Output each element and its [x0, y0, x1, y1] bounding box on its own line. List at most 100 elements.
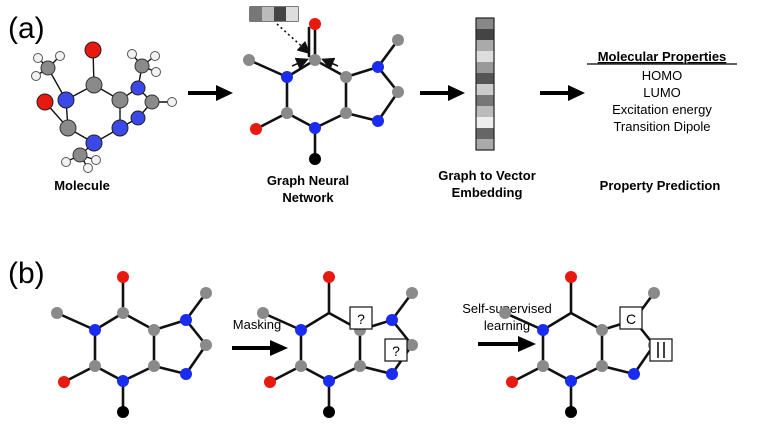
ball-and-stick-molecule: [31, 41, 177, 173]
masking-arrow: [232, 340, 288, 356]
carbon-node: [200, 339, 212, 351]
terminal-node: [117, 406, 129, 418]
gnn-label-line1: Graph Neural: [267, 173, 349, 188]
nitrogen-node: [180, 368, 192, 380]
mask-token-atom: ?: [357, 311, 365, 327]
embedding-cell: [476, 106, 494, 117]
message-arrow: [291, 57, 309, 70]
nitrogen-node: [323, 375, 335, 387]
carbon-node: [406, 287, 418, 299]
carbon-atom: [134, 58, 150, 74]
carbon-atom: [72, 147, 88, 163]
flow-arrow: [188, 85, 233, 101]
panel-a-label: (a): [8, 12, 45, 45]
hydrogen-atom: [31, 71, 41, 81]
nitrogen-node: [89, 324, 101, 336]
oxygen-atom: [84, 41, 102, 59]
nitrogen-node: [180, 314, 192, 326]
mask-token-bond: ?: [392, 343, 400, 359]
properties-heading: Molecular Properties: [598, 49, 727, 64]
hydrogen-atom: [91, 155, 101, 165]
nitrogen-node: [295, 324, 307, 336]
message-vector: [249, 6, 311, 55]
masked-atom: ?: [349, 306, 373, 330]
carbon-atom: [111, 91, 129, 109]
carbon-node: [148, 360, 160, 372]
nitrogen-node: [372, 115, 384, 127]
hydrogen-atom: [61, 157, 71, 167]
bond: [247, 58, 289, 79]
nitrogen-node: [628, 368, 640, 380]
embedding-vector: [475, 17, 495, 151]
embedding-cell: [476, 117, 494, 128]
nitrogen-atom: [57, 91, 75, 109]
bond: [261, 311, 303, 332]
carbon-node: [392, 86, 404, 98]
original-graph: [51, 271, 212, 418]
oxygen-node: [264, 376, 276, 388]
embedding-cell: [476, 128, 494, 139]
embedding-cell: [476, 18, 494, 29]
carbon-node: [392, 34, 404, 46]
hydrogen-atom: [33, 53, 43, 63]
embedding-cell: [476, 51, 494, 62]
carbon-node: [499, 307, 511, 319]
oxygen-node: [58, 376, 70, 388]
nitrogen-node: [309, 122, 321, 134]
prediction-label: Property Prediction: [600, 178, 721, 193]
ssl-label-line2: learning: [484, 318, 530, 333]
carbon-node: [243, 54, 255, 66]
carbon-node: [309, 54, 321, 66]
carbon-node: [537, 360, 549, 372]
ssl-arrow: [478, 336, 536, 352]
embedding-cell: [476, 95, 494, 106]
nitrogen-atom: [111, 119, 129, 137]
embedding-label-line2: Embedding: [452, 185, 523, 200]
carbon-atom: [85, 76, 103, 94]
recovered-atom-label: C: [626, 311, 636, 327]
recovered-bond: [649, 338, 673, 362]
carbon-atom: [144, 94, 160, 110]
oxygen-node: [506, 376, 518, 388]
panel-b-label: (b): [8, 257, 45, 290]
nitrogen-node: [386, 368, 398, 380]
embedding-label-line1: Graph to Vector: [438, 168, 536, 183]
property-item: HOMO: [642, 68, 682, 83]
oxygen-node: [117, 271, 129, 283]
flow-arrow: [540, 85, 585, 101]
embedding-cell: [476, 139, 494, 150]
hydrogen-atom: [127, 49, 137, 59]
nitrogen-node: [372, 61, 384, 73]
embedding-cell: [476, 62, 494, 73]
terminal-node: [309, 153, 321, 165]
carbon-node: [281, 107, 293, 119]
gnn-graph: [243, 18, 404, 165]
nitrogen-node: [117, 375, 129, 387]
flow-arrow: [420, 85, 465, 101]
carbon-node: [340, 107, 352, 119]
carbon-atom: [59, 119, 77, 137]
oxygen-node: [323, 271, 335, 283]
embedding-cell: [476, 29, 494, 40]
hydrogen-atom: [55, 51, 65, 61]
carbon-node: [354, 360, 366, 372]
nitrogen-node: [537, 324, 549, 336]
gnn-label-line2: Network: [282, 190, 334, 205]
terminal-node: [565, 406, 577, 418]
bond: [503, 311, 545, 332]
carbon-node: [406, 339, 418, 351]
hydrogen-atom: [151, 67, 161, 77]
oxygen-atom: [36, 93, 54, 111]
hydrogen-atom: [150, 51, 160, 61]
nitrogen-node: [281, 71, 293, 83]
oxygen-node: [565, 271, 577, 283]
embedding-cell: [476, 73, 494, 84]
masked-bond: ?: [384, 338, 408, 362]
hydrogen-atom: [83, 163, 93, 173]
nitrogen-node: [565, 375, 577, 387]
carbon-node: [257, 307, 269, 319]
carbon-node: [51, 307, 63, 319]
carbon-node: [148, 324, 160, 336]
carbon-node: [648, 287, 660, 299]
